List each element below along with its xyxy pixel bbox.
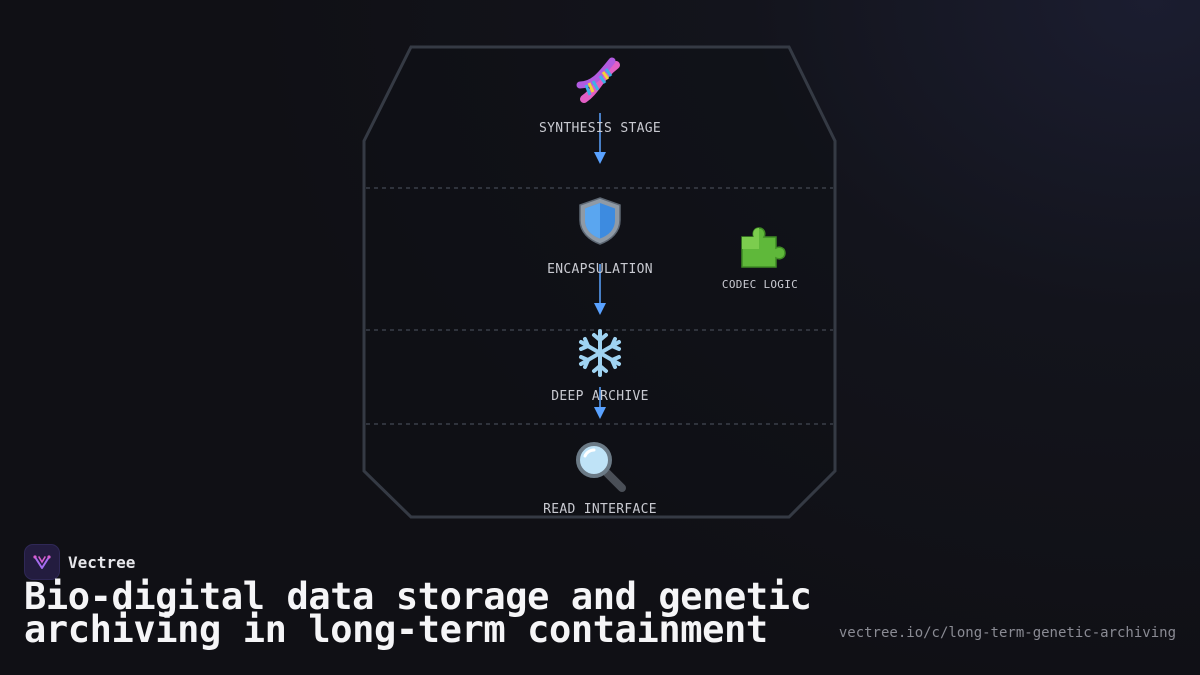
vectree-logo-icon (24, 544, 60, 580)
stage-label-synthesis: SYNTHESIS STAGE (539, 121, 661, 136)
stage-label-read-interface: READ INTERFACE (543, 502, 657, 517)
shield-icon (579, 197, 621, 245)
magnifier-icon (576, 442, 626, 492)
dna-icon (576, 57, 620, 103)
page-title: Bio-digital data storage and genetic arc… (24, 575, 812, 651)
puzzle-icon (741, 227, 786, 268)
page-url[interactable]: vectree.io/c/long-term-genetic-archiving (838, 625, 1176, 641)
stage-label-encapsulation: ENCAPSULATION (547, 262, 653, 277)
snowflake-icon (579, 329, 621, 377)
side-label-codec-logic: CODEC LOGIC (721, 278, 799, 291)
brand: Vectree (24, 544, 135, 580)
brand-name: Vectree (68, 552, 136, 572)
stage-label-deep-archive: DEEP ARCHIVE (551, 389, 649, 404)
